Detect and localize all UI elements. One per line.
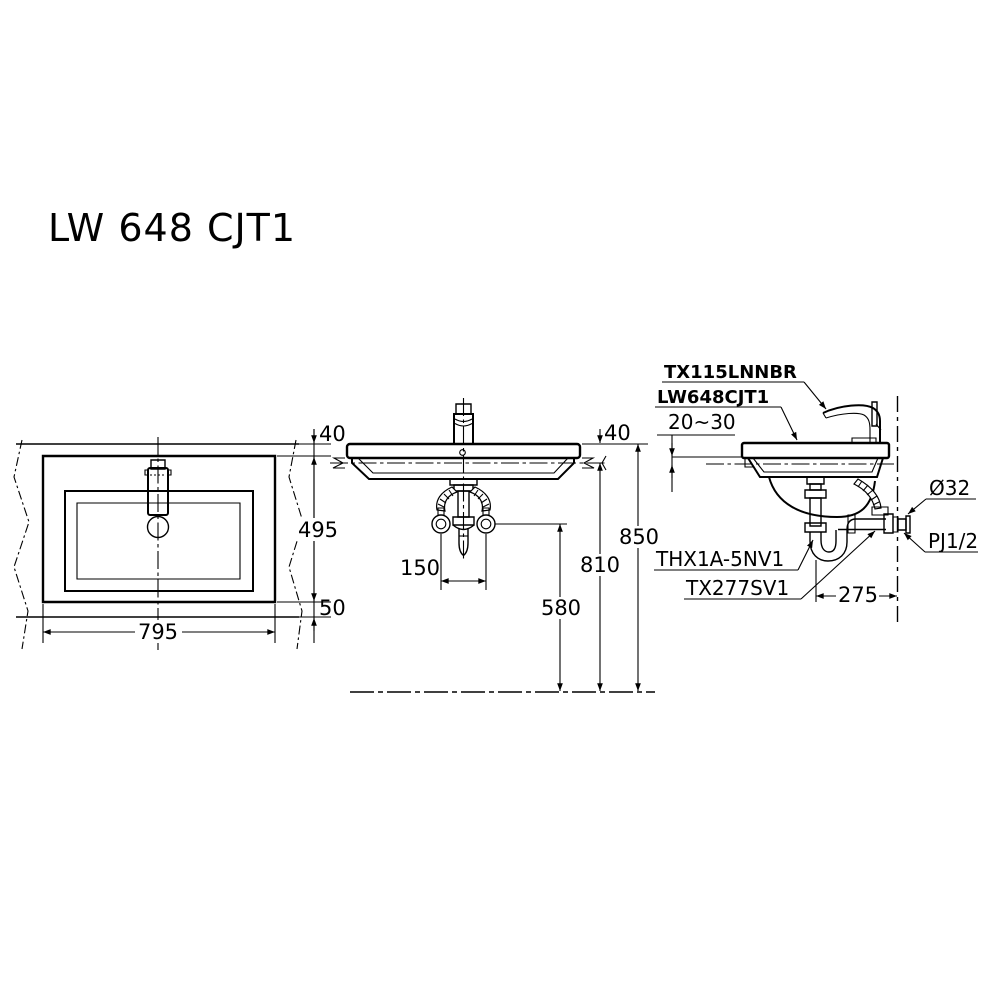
front-dim-rim-to-rail: 40 <box>597 421 631 445</box>
svg-text:150: 150 <box>400 556 440 580</box>
front-dim-rail-height: 810 <box>580 463 620 691</box>
front-stop-valve-left <box>432 508 450 533</box>
plan-counter-outline <box>43 456 275 602</box>
side-supply-hose <box>854 479 888 515</box>
svg-text:Ø32: Ø32 <box>929 476 970 500</box>
side-p-trap <box>810 515 886 561</box>
plan-dim-top: 40 <box>319 422 346 446</box>
side-drain-tailpiece <box>805 477 826 532</box>
svg-text:580: 580 <box>541 596 581 620</box>
svg-text:THX1A-5NV1: THX1A-5NV1 <box>655 547 784 571</box>
side-faucet <box>823 402 881 443</box>
svg-text:275: 275 <box>838 583 878 607</box>
front-view: 150 580 40 810 850 <box>330 398 659 692</box>
plan-dim-right-stack: 40 495 50 <box>277 422 346 643</box>
front-stop-valve-right <box>477 508 495 533</box>
svg-text:LW648CJT1: LW648CJT1 <box>657 387 769 408</box>
side-basin-outer <box>748 458 883 477</box>
plan-faucet <box>145 460 171 515</box>
callout-faucet-model: TX115LNNBR <box>662 362 826 409</box>
front-supply-hose-right <box>470 487 490 511</box>
svg-text:TX277SV1: TX277SV1 <box>685 576 789 600</box>
front-faucet-hole-mark <box>460 450 466 456</box>
front-faucet <box>454 404 473 444</box>
svg-text:40: 40 <box>604 421 631 445</box>
side-basin-inner <box>753 458 878 472</box>
svg-text:810: 810 <box>580 553 620 577</box>
plan-break-line-right <box>289 440 303 649</box>
front-basin-inner <box>358 458 568 473</box>
callout-trap-model: TX277SV1 <box>684 531 875 600</box>
front-dim-rim-height: 850 <box>618 444 659 691</box>
plan-view: 795 40 495 50 <box>14 422 346 650</box>
svg-text:PJ1/2: PJ1/2 <box>928 529 978 553</box>
side-faucet-lever <box>872 402 877 426</box>
svg-text:850: 850 <box>619 525 659 549</box>
front-supply-hose-left <box>437 487 457 511</box>
callout-drain-diameter: Ø32 <box>908 476 976 514</box>
side-bowl-underside <box>769 477 875 517</box>
front-bracket-right <box>582 458 594 468</box>
plan-dim-bottom: 50 <box>319 596 346 620</box>
callout-stop-valve-model: THX1A-5NV1 <box>654 540 813 571</box>
plan-drain-hole <box>148 517 169 538</box>
svg-text:795: 795 <box>138 620 178 644</box>
side-view: 20~30 TX115LNNBR LW648CJT1 THX1A-5NV1 <box>654 362 978 622</box>
front-dim-valve-height: 580 <box>495 524 581 691</box>
side-dim-wall-offset: 275 <box>816 560 897 607</box>
side-dim-adjust-range: 20~30 <box>657 410 736 492</box>
plan-dim-width: 795 <box>43 604 275 644</box>
plan-basin-outer <box>65 491 253 591</box>
front-drain-assembly <box>450 479 477 556</box>
svg-text:TX115LNNBR: TX115LNNBR <box>664 362 797 383</box>
front-rim <box>347 444 580 458</box>
svg-text:20~30: 20~30 <box>668 410 736 434</box>
callout-lavatory-model: LW648CJT1 <box>655 387 797 440</box>
side-bracket <box>745 458 753 467</box>
front-dim-drain-spacing: 150 <box>400 534 486 590</box>
plan-dim-depth: 495 <box>298 518 338 542</box>
drawing-title: LW 648 CJT1 <box>48 206 297 250</box>
side-rim <box>742 443 889 458</box>
callout-supply-thread: PJ1/2 <box>904 529 978 553</box>
plan-break-line-left <box>14 440 29 649</box>
